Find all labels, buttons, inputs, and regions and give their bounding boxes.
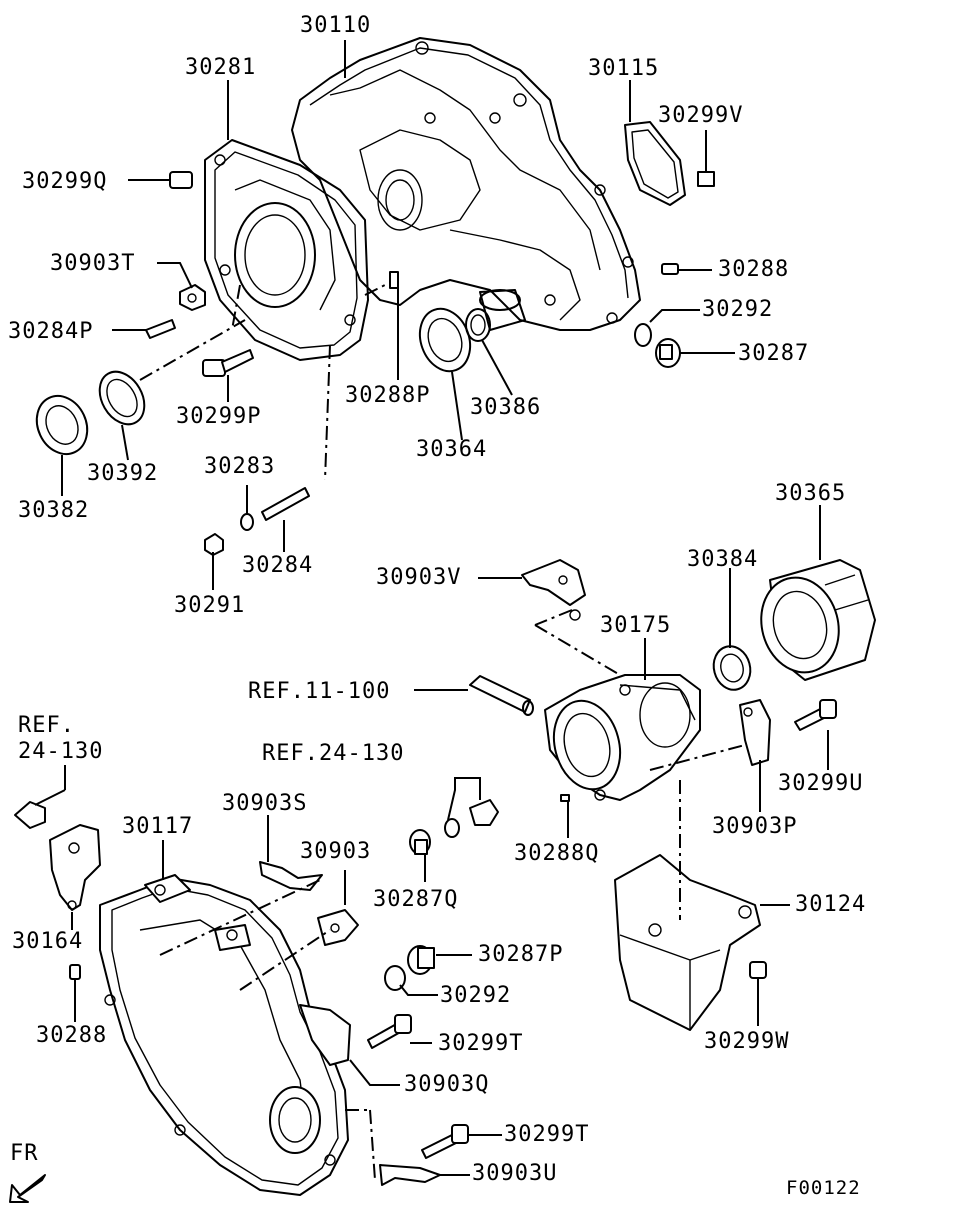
- oil-seal-30382: [35, 394, 89, 456]
- label-30903P: 30903P: [712, 814, 798, 839]
- label-30288P: 30288P: [345, 383, 431, 408]
- shaft-ref-11-100: [469, 675, 534, 716]
- plug-30287: [655, 338, 681, 368]
- o-ring-30386: [465, 308, 491, 342]
- label-30117: 30117: [122, 814, 194, 839]
- ref-24-130-part-left: [14, 765, 66, 829]
- label-30903Q: 30903Q: [404, 1072, 490, 1097]
- label-30299T-a: 30299T: [438, 1031, 524, 1056]
- label-30299U: 30299U: [778, 771, 864, 796]
- label-30299V: 30299V: [658, 103, 744, 128]
- label-ref-24-130-middle: REF.24-130: [262, 741, 405, 766]
- label-30299T-b: 30299T: [504, 1122, 590, 1147]
- label-30903U: 30903U: [472, 1161, 558, 1186]
- label-30903V: 30903V: [376, 565, 462, 590]
- label-30299P: 30299P: [176, 404, 262, 429]
- label-30287: 30287: [738, 341, 810, 366]
- label-30281: 30281: [185, 55, 257, 80]
- bracket-30903S: [259, 861, 323, 891]
- label-30292-top: 30292: [702, 297, 774, 322]
- label-30382: 30382: [18, 498, 90, 523]
- bracket-30164: [49, 824, 101, 911]
- bracket-30903P: [739, 699, 771, 766]
- label-ref-11-100: REF.11-100: [248, 679, 391, 704]
- clip-30903T: [179, 284, 206, 311]
- label-30386: 30386: [470, 395, 542, 420]
- label-30115: 30115: [588, 56, 660, 81]
- label-30288-bottom: 30288: [36, 1023, 108, 1048]
- plug-30287P: [407, 945, 435, 975]
- label-30164: 30164: [12, 929, 84, 954]
- label-30365: 30365: [775, 481, 847, 506]
- washer-30283: [240, 513, 254, 531]
- protector-30124: [614, 854, 761, 1031]
- bracket-30903: [317, 870, 359, 946]
- label-30284P: 30284P: [8, 319, 94, 344]
- washer-30292-top: [634, 323, 652, 347]
- rear-cover-30117: [99, 874, 349, 1196]
- label-30903S: 30903S: [222, 791, 308, 816]
- label-30287P: 30287P: [478, 942, 564, 967]
- bracket-30903Q: [299, 1004, 351, 1066]
- ref-24-130-part-middle: [444, 777, 499, 838]
- label-30284: 30284: [242, 553, 314, 578]
- label-30392: 30392: [87, 461, 159, 486]
- washer-30292-bottom: [384, 965, 406, 991]
- bolt-30299P: [202, 349, 254, 377]
- bolt-30299T-a: [367, 1014, 412, 1049]
- label-fr: FR: [10, 1141, 39, 1166]
- seal-30384: [712, 645, 752, 691]
- label-30175: 30175: [600, 613, 672, 638]
- stud-30284P: [145, 319, 176, 339]
- label-30124: 30124: [795, 892, 867, 917]
- label-30903T: 30903T: [50, 251, 136, 276]
- plug-30287Q: [409, 829, 431, 855]
- nut-30291: [204, 533, 224, 556]
- adapter-plate-30281: [204, 139, 369, 361]
- gasket-30392: [98, 370, 146, 426]
- transfer-case-housing: [291, 37, 641, 331]
- label-30287Q: 30287Q: [373, 887, 459, 912]
- pin-30288-bottom: [69, 964, 81, 980]
- pin-30288P: [389, 271, 399, 289]
- bolt-30299Q: [160, 171, 193, 189]
- bolt-30299W: [749, 961, 767, 995]
- bracket-30903V: [521, 559, 586, 621]
- label-30283: 30283: [204, 454, 276, 479]
- label-30299W: 30299W: [704, 1029, 790, 1054]
- front-arrow-icon: [9, 1174, 46, 1203]
- label-30299Q: 30299Q: [22, 169, 108, 194]
- label-ref-24-130-line2: 24-130: [18, 739, 104, 764]
- bracket-30903U: [379, 1164, 441, 1186]
- stud-30284: [261, 487, 310, 521]
- figure-code: F00122: [786, 1177, 861, 1199]
- label-30292-bottom: 30292: [440, 983, 512, 1008]
- label-30288-top: 30288: [718, 257, 790, 282]
- bolt-30299T-b: [421, 1124, 469, 1159]
- label-30364: 30364: [416, 437, 488, 462]
- pin-30288-top: [661, 263, 679, 275]
- gasket-30115: [624, 121, 686, 206]
- label-30291: 30291: [174, 593, 246, 618]
- label-30384: 30384: [687, 547, 759, 572]
- leader-lines: [61, 40, 829, 1176]
- label-30903: 30903: [300, 839, 372, 864]
- seal-30364: [418, 307, 472, 373]
- drum-30365: [760, 559, 876, 681]
- rear-housing-30175: [544, 674, 701, 801]
- label-30110: 30110: [300, 13, 372, 38]
- pin-30288Q: [560, 794, 570, 802]
- label-ref-24-130-line1: REF.: [18, 713, 75, 738]
- label-30288Q: 30288Q: [514, 841, 600, 866]
- bolt-30299U: [794, 699, 837, 731]
